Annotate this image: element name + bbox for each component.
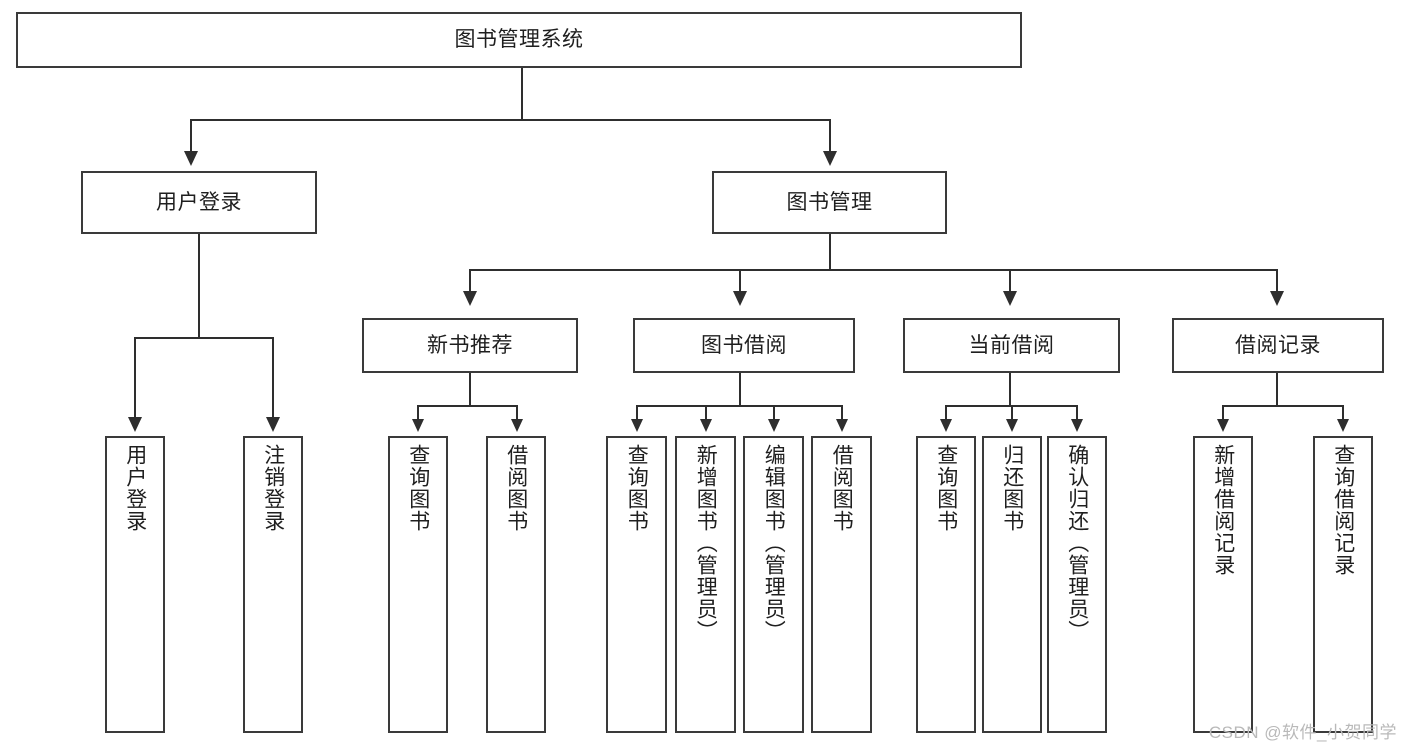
arrow-book-borrow-leaf-1: [700, 419, 712, 432]
node-label: 用户登录: [156, 190, 242, 214]
edge-new-book-stem: [469, 373, 471, 406]
node-label: 查询借阅记录: [1331, 444, 1355, 576]
arrow-user-login-leaf-0: [128, 417, 142, 432]
node-label: 确认归还（管理员）: [1065, 444, 1089, 642]
edge-user-login-stem: [198, 234, 200, 338]
leaf-borrow-record-add-record[interactable]: 新增借阅记录: [1193, 436, 1253, 733]
leaf-user-login-login[interactable]: 用户登录: [105, 436, 165, 733]
arrow-user-login-leaf-1: [266, 417, 280, 432]
node-label: 归还图书: [1000, 444, 1024, 532]
edge-bm-to-book-borrow: [739, 269, 741, 291]
leaf-current-borrow-confirm-return[interactable]: 确认归还（管理员）: [1047, 436, 1107, 733]
node-label: 注销登录: [261, 444, 285, 532]
node-label: 当前借阅: [968, 333, 1055, 357]
node-label: 图书管理: [786, 190, 873, 214]
node-label: 图书管理系统: [454, 28, 584, 52]
arrow-bm-current-borrow: [1003, 291, 1017, 306]
edge-root-stem: [521, 68, 523, 120]
edge-borrow-record-stem: [1276, 373, 1278, 406]
edge-new-book-bus: [417, 405, 518, 407]
edge-user-login-to-leaf-0: [134, 337, 136, 417]
node-label: 新增借阅记录: [1211, 444, 1235, 576]
node-label: 图书借阅: [701, 333, 787, 357]
node-label: 新增图书（管理员）: [694, 444, 718, 642]
node-label: 查询图书: [406, 444, 430, 532]
node-label: 借阅记录: [1235, 333, 1321, 357]
edge-book-management-stem: [829, 234, 831, 270]
edge-root-to-user-login: [190, 119, 192, 151]
arrow-borrow-record-leaf-0: [1217, 419, 1229, 432]
leaf-book-borrow-borrow-book[interactable]: 借阅图书: [811, 436, 872, 733]
node-book-borrow[interactable]: 图书借阅: [633, 318, 855, 373]
edge-current-borrow-leaf-0: [945, 405, 947, 419]
arrow-book-borrow-leaf-3: [836, 419, 848, 432]
node-label: 查询图书: [934, 444, 958, 532]
node-book-management[interactable]: 图书管理: [712, 171, 947, 234]
edge-user-login-bus: [134, 337, 274, 339]
arrow-book-borrow-leaf-0: [631, 419, 643, 432]
node-label: 查询图书: [625, 444, 649, 532]
edge-book-borrow-leaf-3: [841, 405, 843, 419]
arrow-bm-new-book: [463, 291, 477, 306]
leaf-borrow-record-query-record[interactable]: 查询借阅记录: [1313, 436, 1373, 733]
node-root-book-management-system[interactable]: 图书管理系统: [16, 12, 1022, 68]
csdn-watermark: CSDN @软件_小贺同学: [1208, 723, 1397, 742]
edge-borrow-record-leaf-0: [1222, 405, 1224, 419]
arrow-bm-borrow-record: [1270, 291, 1284, 306]
edge-bm-to-current-borrow: [1009, 269, 1011, 291]
edge-current-borrow-stem: [1009, 373, 1011, 406]
leaf-book-borrow-edit-book[interactable]: 编辑图书（管理员）: [743, 436, 804, 733]
node-label: 编辑图书（管理员）: [762, 444, 786, 642]
edge-root-bus: [190, 119, 831, 121]
leaf-book-borrow-add-book[interactable]: 新增图书（管理员）: [675, 436, 736, 733]
edge-bm-to-borrow-record: [1276, 269, 1278, 291]
leaf-current-borrow-return-book[interactable]: 归还图书: [982, 436, 1042, 733]
edge-bm-to-new-book: [469, 269, 471, 291]
edge-current-borrow-leaf-1: [1011, 405, 1013, 419]
node-borrow-record[interactable]: 借阅记录: [1172, 318, 1384, 373]
edge-book-borrow-stem: [739, 373, 741, 406]
leaf-user-login-logout[interactable]: 注销登录: [243, 436, 303, 733]
leaf-book-borrow-query-book[interactable]: 查询图书: [606, 436, 667, 733]
node-label: 用户登录: [123, 444, 147, 532]
arrow-current-borrow-leaf-1: [1006, 419, 1018, 432]
node-new-book-recommend[interactable]: 新书推荐: [362, 318, 578, 373]
arrow-new-book-leaf-0: [412, 419, 424, 432]
arrow-current-borrow-leaf-0: [940, 419, 952, 432]
node-label: 借阅图书: [504, 444, 528, 532]
leaf-current-borrow-query-book[interactable]: 查询图书: [916, 436, 976, 733]
edge-borrow-record-leaf-1: [1342, 405, 1344, 419]
arrow-new-book-leaf-1: [511, 419, 523, 432]
arrow-to-user-login: [184, 151, 198, 166]
edge-book-borrow-bus: [636, 405, 843, 407]
edge-new-book-leaf-1: [516, 405, 518, 419]
edge-borrow-record-bus: [1222, 405, 1344, 407]
leaf-new-book-query-book[interactable]: 查询图书: [388, 436, 448, 733]
arrow-borrow-record-leaf-1: [1337, 419, 1349, 432]
leaf-new-book-borrow-book[interactable]: 借阅图书: [486, 436, 546, 733]
arrow-bm-book-borrow: [733, 291, 747, 306]
arrow-current-borrow-leaf-2: [1071, 419, 1083, 432]
arrow-book-borrow-leaf-2: [768, 419, 780, 432]
edge-new-book-leaf-0: [417, 405, 419, 419]
edge-book-management-bus: [469, 269, 1277, 271]
edge-user-login-to-leaf-1: [272, 337, 274, 417]
edge-book-borrow-leaf-1: [705, 405, 707, 419]
edge-book-borrow-leaf-0: [636, 405, 638, 419]
edge-current-borrow-leaf-2: [1076, 405, 1078, 419]
node-user-login[interactable]: 用户登录: [81, 171, 317, 234]
edge-book-borrow-leaf-2: [773, 405, 775, 419]
arrow-to-book-management: [823, 151, 837, 166]
edge-root-to-book-management: [829, 119, 831, 151]
node-label: 借阅图书: [830, 444, 854, 532]
node-current-borrow[interactable]: 当前借阅: [903, 318, 1120, 373]
node-label: 新书推荐: [427, 333, 513, 357]
